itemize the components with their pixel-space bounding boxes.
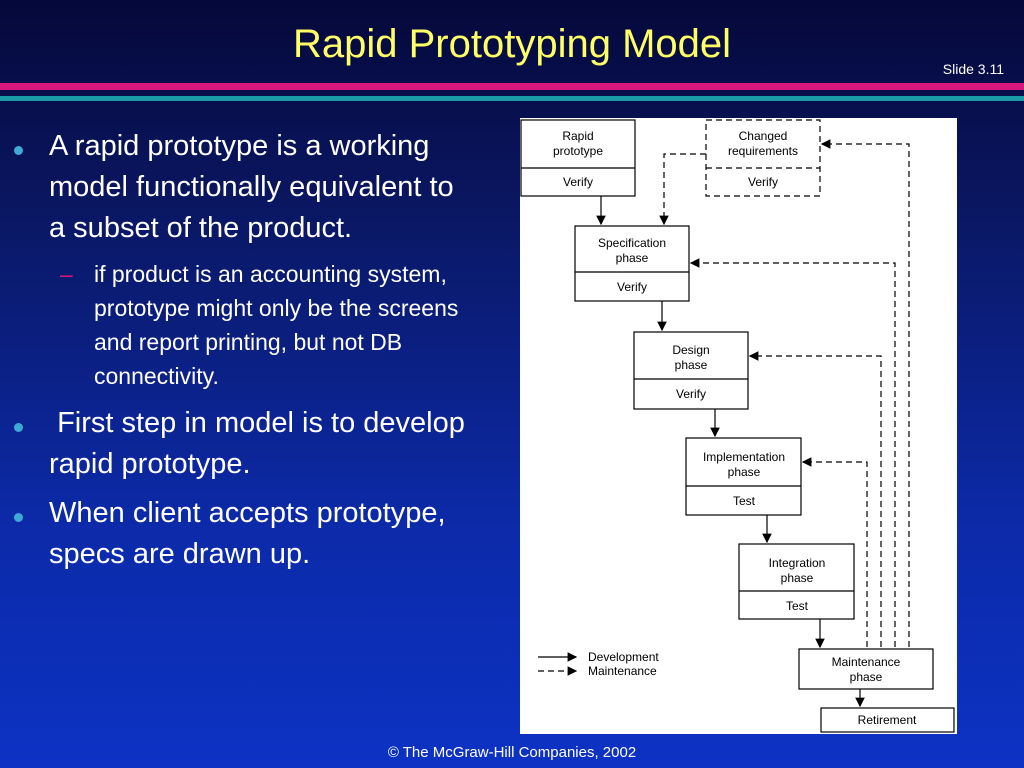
maintenance-title2: phase bbox=[850, 670, 883, 684]
bullet-text: First step in model is to develop rapid … bbox=[49, 407, 473, 480]
bullet-list: A rapid prototype is a working model fun… bbox=[14, 126, 474, 583]
box-retirement: Retirement bbox=[820, 707, 955, 733]
legend-development: Development bbox=[588, 650, 659, 664]
box-implementation: Implementation phase Test bbox=[685, 437, 802, 516]
sub-bullet-item: – if product is an accounting system, pr… bbox=[14, 257, 474, 393]
divider-teal bbox=[0, 96, 1024, 101]
changed-requirements-action: Verify bbox=[748, 175, 778, 189]
bullet-item: When client accepts prototype, specs are… bbox=[14, 493, 474, 575]
bullet-text: When client accepts prototype, specs are… bbox=[49, 497, 446, 570]
footer-copyright: © The McGraw-Hill Companies, 2002 bbox=[387, 744, 637, 761]
specification-title2: phase bbox=[616, 251, 649, 265]
rapid-prototype-title1: Rapid bbox=[562, 129, 593, 143]
legend: Development Maintenance bbox=[538, 650, 659, 678]
implementation-title1: Implementation bbox=[703, 450, 785, 464]
box-specification: Specification phase Verify bbox=[574, 225, 690, 302]
design-title1: Design bbox=[672, 343, 709, 357]
bullet-dot bbox=[14, 513, 23, 522]
rapid-prototype-title2: prototype bbox=[553, 144, 603, 158]
design-action: Verify bbox=[676, 387, 706, 401]
sub-bullet-text: if product is an accounting system, prot… bbox=[94, 261, 459, 389]
bullet-item: First step in model is to develop rapid … bbox=[14, 403, 474, 485]
diagram-svg: Rapid prototype Verify Changed requireme… bbox=[520, 119, 955, 733]
box-maintenance: Maintenance phase bbox=[798, 648, 934, 690]
bullet-dot bbox=[14, 146, 23, 155]
bullet-text: A rapid prototype is a working model fun… bbox=[49, 130, 454, 244]
sub-bullet-dash: – bbox=[60, 261, 73, 287]
legend-maintenance: Maintenance bbox=[588, 664, 657, 678]
slide-title: Rapid Prototyping Model bbox=[292, 22, 732, 66]
implementation-action: Test bbox=[733, 494, 756, 508]
changed-requirements-title1: Changed bbox=[739, 129, 788, 143]
maintenance-arrows bbox=[659, 139, 910, 647]
development-arrows bbox=[596, 196, 865, 708]
specification-action: Verify bbox=[617, 280, 647, 294]
box-changed-requirements: Changed requirements Verify bbox=[705, 119, 821, 197]
retirement-title: Retirement bbox=[858, 713, 917, 727]
integration-action: Test bbox=[786, 599, 809, 613]
rapid-prototyping-diagram: Rapid prototype Verify Changed requireme… bbox=[520, 118, 957, 734]
specification-title1: Specification bbox=[598, 236, 666, 250]
changed-requirements-title2: requirements bbox=[728, 144, 798, 158]
box-integration: Integration phase Test bbox=[738, 543, 855, 620]
slide-number: Slide 3.11 bbox=[942, 61, 1004, 77]
integration-title1: Integration bbox=[769, 556, 826, 570]
rapid-prototype-action: Verify bbox=[563, 175, 593, 189]
bullet-dot bbox=[14, 423, 23, 432]
design-title2: phase bbox=[675, 358, 708, 372]
box-design: Design phase Verify bbox=[633, 331, 749, 410]
implementation-title2: phase bbox=[728, 465, 761, 479]
maintenance-title1: Maintenance bbox=[832, 655, 901, 669]
box-rapid-prototype: Rapid prototype Verify bbox=[520, 119, 636, 197]
divider-pink bbox=[0, 83, 1024, 90]
bullet-item: A rapid prototype is a working model fun… bbox=[14, 126, 474, 249]
integration-title2: phase bbox=[781, 571, 814, 585]
